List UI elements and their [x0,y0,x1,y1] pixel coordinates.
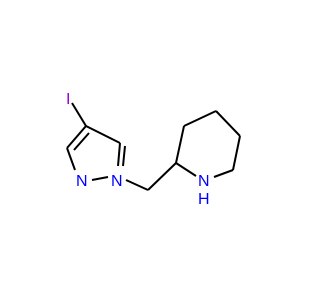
bond-c5p-c6p [232,135,241,171]
pyrazole-n1-label: N [111,173,123,190]
bond-c3p-c4p [183,110,217,127]
bond-c4p-c5p [215,110,241,137]
bond-c5-n1-double [122,145,126,167]
bond-n1-ch2 [125,179,149,191]
molecule-diagram: I N N N H [66,91,241,208]
iodine-label: I [66,91,70,108]
bond-c4-c5 [85,125,121,144]
bond-n2-c3 [66,147,76,171]
bond-ch2-c2 [147,162,177,191]
structure-canvas: I N N N H [66,91,241,208]
atom-labels: I N N N H [66,91,210,208]
bonds [66,102,241,191]
bond-i-c4 [71,102,87,127]
bond-c2-c3p [175,125,185,164]
bond-c6p-n [213,169,234,178]
bond-c5-n1 [117,142,121,167]
bond-n-c2 [175,162,197,177]
bond-c3-c4 [66,125,87,149]
piperidine-n-label: N [198,173,210,190]
bond-n1-n2 [91,176,109,181]
bond-c3-c4-double [73,132,90,151]
pyrazole-n2-label: N [76,173,88,190]
piperidine-h-label: H [198,191,210,208]
